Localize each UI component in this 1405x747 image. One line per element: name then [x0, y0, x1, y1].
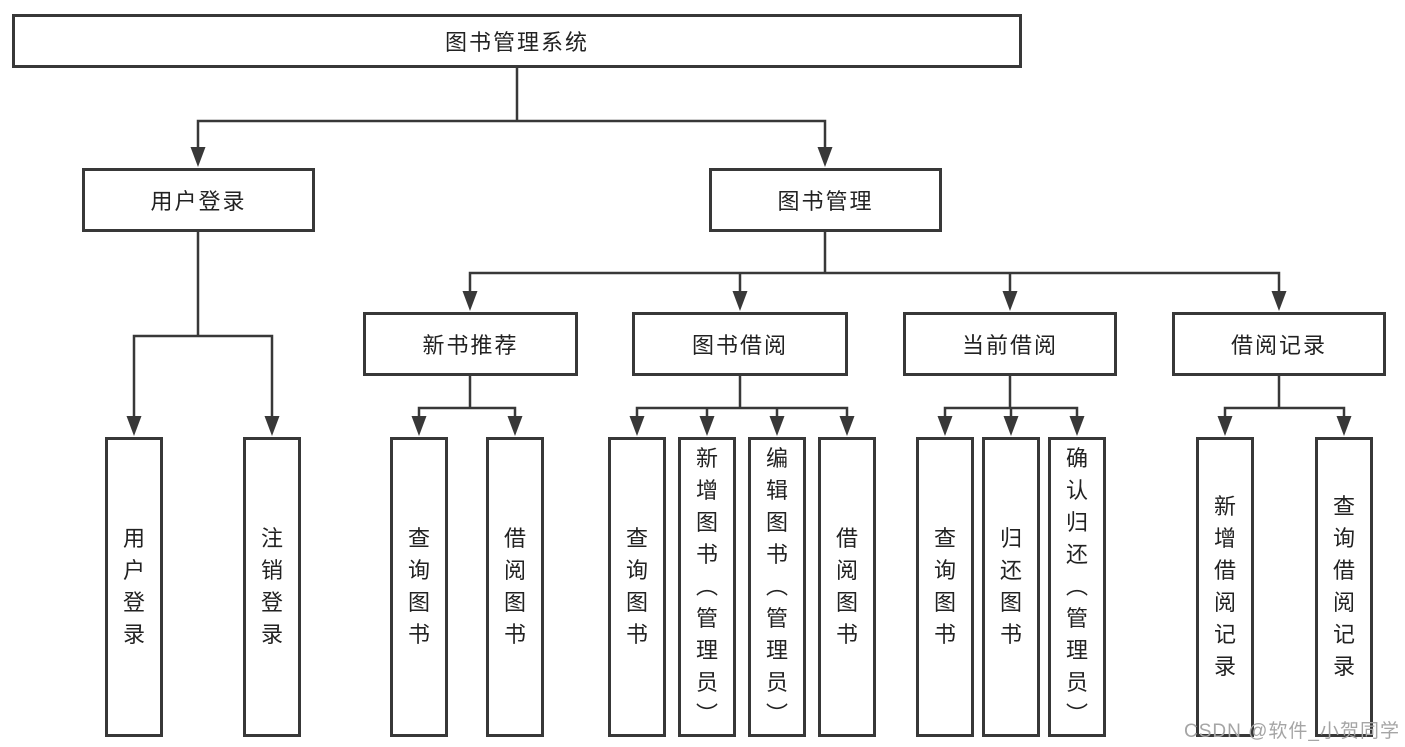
leaf-query-borrow-record: 查询借阅记录: [1315, 437, 1373, 737]
arrowhead: [839, 416, 855, 436]
arrowhead: [462, 291, 478, 311]
node-new-book-recommendation: 新书推荐: [363, 312, 578, 376]
connector-current-borrow-to-leaves: [943, 376, 1079, 418]
connector-new-book-to-leaves: [417, 376, 517, 418]
node-borrowing-records: 借阅记录: [1172, 312, 1386, 376]
arrowhead: [1003, 416, 1019, 436]
leaf-logout: 注销登录: [243, 437, 301, 737]
arrowhead: [937, 416, 953, 436]
leaf-borrow-books: 借阅图书: [818, 437, 876, 737]
connector-book-mgmt-to-sections: [468, 232, 1281, 293]
leaf-add-books-admin: 新增图书︵管理员︶: [678, 437, 736, 737]
node-book-management: 图书管理: [709, 168, 942, 232]
leaf-user-login: 用户登录: [105, 437, 163, 737]
arrowhead: [629, 416, 645, 436]
arrowhead: [264, 416, 280, 436]
connector-root-to-level2: [196, 68, 827, 149]
node-book-borrowing: 图书借阅: [632, 312, 848, 376]
leaf-add-borrow-record: 新增借阅记录: [1196, 437, 1254, 737]
arrowhead: [190, 147, 206, 167]
arrowhead: [817, 147, 833, 167]
node-current-borrowing: 当前借阅: [903, 312, 1117, 376]
leaf-return-books: 归还图书: [982, 437, 1040, 737]
arrowhead: [769, 416, 785, 436]
arrowhead: [1271, 291, 1287, 311]
node-root-library-system: 图书管理系统: [12, 14, 1022, 68]
connector-book-borrow-to-leaves: [635, 376, 849, 418]
connector-records-to-leaves: [1223, 376, 1346, 418]
arrowhead: [1217, 416, 1233, 436]
leaf-query-books-current: 查询图书: [916, 437, 974, 737]
leaf-edit-books-admin: 编辑图书︵管理员︶: [748, 437, 806, 737]
leaf-query-books-borrow: 查询图书: [608, 437, 666, 737]
leaf-query-books-recommend: 查询图书: [390, 437, 448, 737]
node-user-login: 用户登录: [82, 168, 315, 232]
leaf-borrow-books-recommend: 借阅图书: [486, 437, 544, 737]
arrowhead: [126, 416, 142, 436]
connector-user-login-to-leaves: [132, 232, 274, 418]
arrowhead: [1069, 416, 1085, 436]
arrowhead: [1002, 291, 1018, 311]
csdn-watermark: CSDN @软件_小贺同学: [1184, 721, 1400, 742]
arrowhead: [411, 416, 427, 436]
leaf-confirm-return-admin: 确认归还︵管理员︶: [1048, 437, 1106, 737]
arrowhead: [699, 416, 715, 436]
arrowhead: [507, 416, 523, 436]
arrowhead: [732, 291, 748, 311]
arrowhead: [1336, 416, 1352, 436]
